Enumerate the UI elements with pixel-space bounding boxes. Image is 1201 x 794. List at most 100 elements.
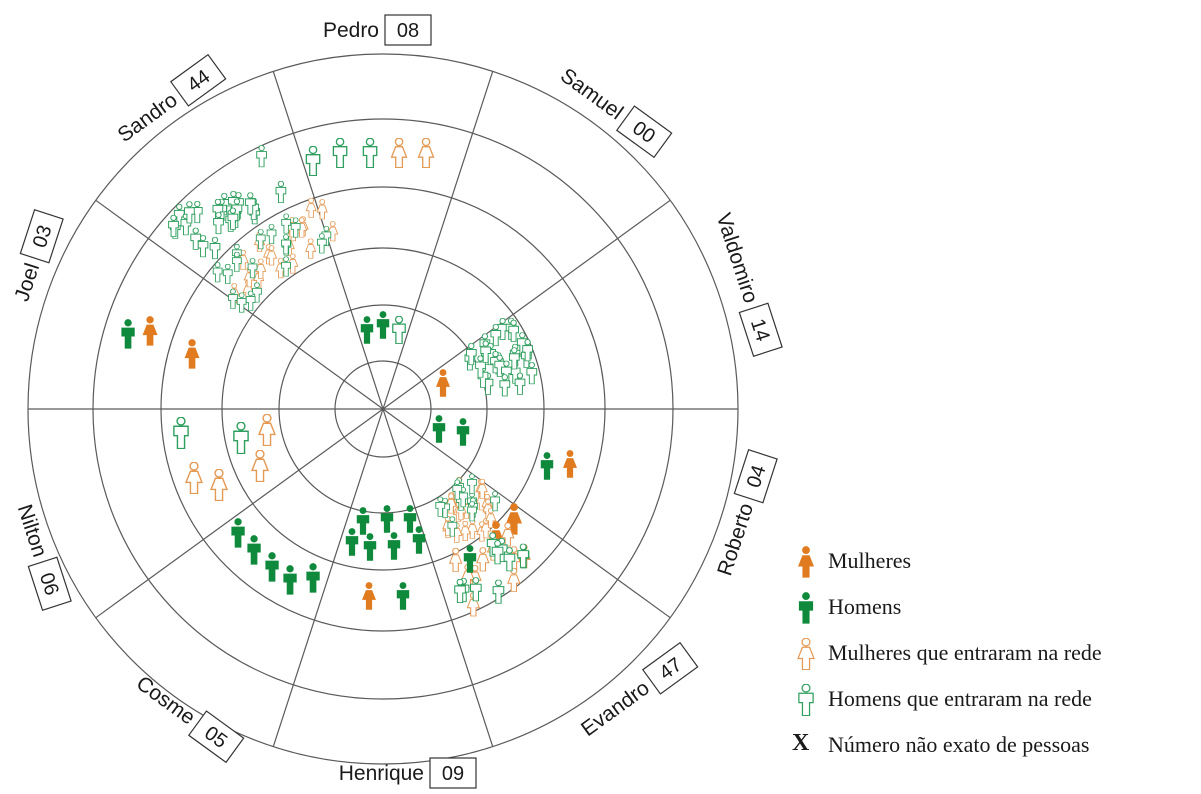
legend-label: Número não exato de pessoas xyxy=(828,732,1090,757)
new-woman-figure xyxy=(316,199,328,220)
man-figure xyxy=(360,316,374,344)
count-box xyxy=(27,556,72,612)
sector-name: Sandro xyxy=(114,88,182,146)
sector-label-nilton: Nilton 06 xyxy=(13,502,72,612)
woman-figure xyxy=(184,339,200,369)
sector-divider xyxy=(272,408,384,747)
sector-divider xyxy=(382,408,494,747)
new-man-figure xyxy=(332,138,348,168)
new-woman-figure xyxy=(507,567,521,592)
sector-name: Valdomiro xyxy=(712,210,763,306)
man-figure xyxy=(247,535,261,565)
new-woman-figure xyxy=(390,138,408,168)
sector-name: Joel xyxy=(10,260,44,304)
man-figure xyxy=(412,526,426,554)
man-figure xyxy=(283,565,297,595)
legend-label: Mulheres que entraram na rede xyxy=(828,640,1102,665)
woman-filled-icon xyxy=(798,546,814,578)
new-woman-figure xyxy=(476,547,490,572)
woman-figure xyxy=(362,582,376,610)
sector-count: 08 xyxy=(397,20,419,42)
new-man-figure xyxy=(172,417,190,449)
sector-divider xyxy=(382,71,494,410)
new-man-figure xyxy=(266,224,277,245)
new-man-figure xyxy=(362,138,378,168)
sector-name: Nilton xyxy=(13,502,51,560)
count-box xyxy=(738,302,783,358)
man-figure xyxy=(265,552,279,582)
new-woman-figure xyxy=(251,450,269,482)
count-box xyxy=(384,14,432,46)
new-woman-figure xyxy=(185,462,203,494)
man-figure xyxy=(387,532,401,560)
man-figure xyxy=(456,418,470,446)
new-woman-figure xyxy=(417,138,435,168)
woman-figure xyxy=(142,316,158,346)
legend: Mulheres Homens Mulheres que entraram na… xyxy=(790,540,1195,770)
sector-name: Henrique xyxy=(339,762,424,785)
new-man-figure xyxy=(275,181,287,203)
new-man-figure xyxy=(222,264,233,284)
legend-item-women: Mulheres xyxy=(790,540,1195,586)
new-woman-figure xyxy=(449,547,463,572)
sector-divider xyxy=(382,408,671,619)
man-figure xyxy=(396,582,410,610)
count-box xyxy=(187,710,245,764)
man-figure xyxy=(403,505,417,533)
sector-name: Roberto xyxy=(713,500,758,578)
count-box xyxy=(169,53,227,107)
sector-divider xyxy=(95,408,384,619)
new-man-figure xyxy=(305,146,321,176)
x-mark: X xyxy=(792,730,810,756)
count-box xyxy=(641,641,699,695)
new-woman-figure xyxy=(466,518,479,539)
people-figures xyxy=(121,138,577,617)
sector-label-joel: Joel 03 xyxy=(10,208,64,304)
new-man-figure xyxy=(256,145,268,168)
new-man-figure xyxy=(466,473,477,494)
new-woman-figure xyxy=(305,238,317,259)
legend-item-women-new: Mulheres que entraram na rede xyxy=(790,632,1195,678)
sector-dividers xyxy=(28,71,738,747)
new-man-figure xyxy=(232,422,250,454)
new-man-figure xyxy=(209,237,221,260)
sector-name: Samuel xyxy=(556,64,627,124)
man-figure xyxy=(231,518,245,548)
man-filled-icon xyxy=(798,592,814,624)
sector-label-pedro: Pedro 08 xyxy=(323,14,432,46)
man-outline-icon xyxy=(797,684,815,716)
grid xyxy=(27,53,739,765)
woman-outline-icon xyxy=(797,638,815,670)
new-woman-figure xyxy=(305,197,317,218)
sector-label-cosme: Cosme 05 xyxy=(132,672,245,764)
legend-item-men-new: Homens que entraram na rede xyxy=(790,678,1195,724)
new-woman-figure xyxy=(210,469,228,501)
sector-labels: Pedro 08 Samuel 00 Valdomiro 14 Roberto … xyxy=(10,14,783,789)
man-figure xyxy=(121,319,135,349)
sector-name: Cosme xyxy=(132,672,199,730)
new-man-figure xyxy=(212,262,223,283)
sector-label-sandro: Sandro 44 xyxy=(114,53,227,147)
sector-label-roberto: Roberto 04 xyxy=(713,448,778,579)
count-box xyxy=(19,208,64,264)
sector-count: 09 xyxy=(442,763,464,785)
sector-divider xyxy=(382,199,671,410)
legend-item-men: Homens xyxy=(790,586,1195,632)
legend-label: Mulheres xyxy=(828,548,912,573)
new-man-figure xyxy=(492,579,505,604)
new-woman-figure xyxy=(258,414,276,446)
man-figure xyxy=(376,311,390,339)
sector-label-valdomiro: Valdomiro 14 xyxy=(712,210,783,358)
count-box xyxy=(733,448,778,504)
count-box xyxy=(429,757,477,789)
man-figure xyxy=(306,563,320,593)
woman-figure xyxy=(436,369,450,397)
legend-item-inexact: X Número não exato de pessoas xyxy=(790,724,1195,770)
man-figure xyxy=(345,528,359,556)
sector-name: Pedro xyxy=(323,19,379,42)
sector-label-henrique: Henrique 09 xyxy=(339,757,477,789)
legend-label: Homens xyxy=(828,594,902,619)
new-woman-figure xyxy=(459,521,471,541)
man-figure xyxy=(363,533,377,561)
